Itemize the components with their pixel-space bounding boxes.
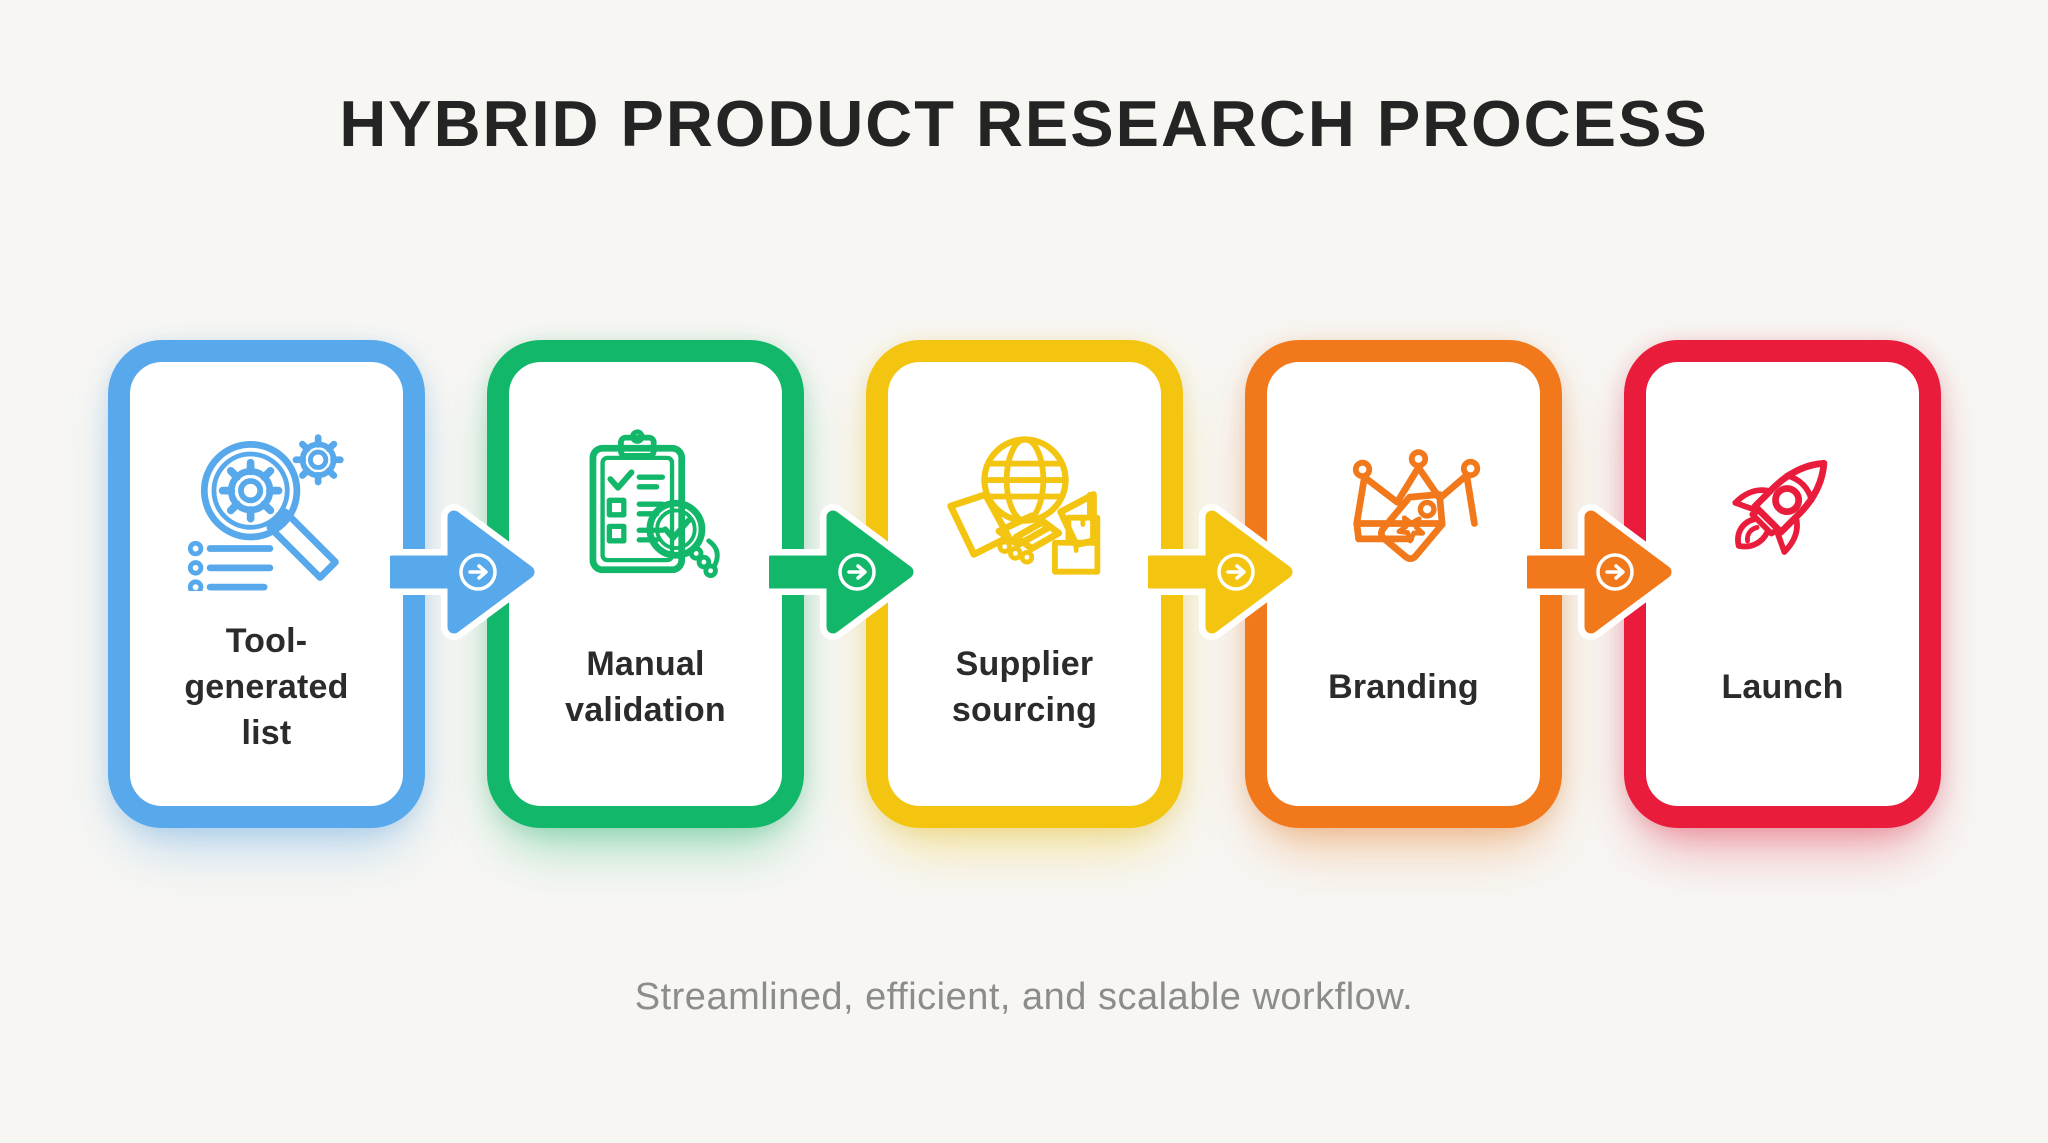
clipboard-check-magnifier-icon: [589, 429, 720, 578]
circled-right-arrow-icon: [459, 553, 497, 591]
page-title: HYBRID PRODUCT RESEARCH PROCESS: [339, 87, 1709, 160]
circled-right-arrow-icon: [838, 553, 876, 591]
step-label-line: Launch: [1721, 668, 1844, 706]
step-label-line: Manual: [586, 645, 705, 683]
circled-right-arrow-icon: [1217, 553, 1255, 591]
step-label: Manual validation: [565, 641, 726, 733]
connector-arrow: [379, 487, 560, 657]
circled-right-arrow-icon: [1596, 553, 1634, 591]
step-icon-wrap: [1267, 424, 1540, 594]
step-icon-wrap: [130, 424, 403, 594]
step-card: Supplier sourcing: [866, 340, 1183, 828]
caption-text: Streamlined, efficient, and scalable wor…: [634, 976, 1414, 1018]
step-label-line: generated: [184, 668, 349, 706]
connector-arrow: [1516, 487, 1697, 657]
step-icon-wrap: [1646, 424, 1919, 594]
step-label-line: Supplier: [955, 645, 1094, 683]
step-card: Tool-generated list: [108, 340, 425, 828]
step-label-line: Branding: [1328, 668, 1479, 706]
step-card: Branding: [1245, 340, 1562, 828]
step-label-line: Tool-: [225, 622, 308, 660]
globe-handshake-boxes-icon: [946, 436, 1100, 575]
step-label: Tool-generated list: [184, 618, 348, 756]
step-label: Branding: [1328, 664, 1479, 710]
step-card: Launch: [1624, 340, 1941, 828]
step-label: Launch: [1721, 664, 1843, 710]
step-label-line: list: [241, 714, 292, 752]
step-label-line: validation: [565, 691, 726, 729]
step-card: Manual validation: [487, 340, 804, 828]
step-icon-wrap: [509, 424, 782, 594]
rocket-icon: [1731, 459, 1827, 555]
step-label-line: sourcing: [951, 691, 1098, 729]
connector-arrow: [1137, 487, 1318, 657]
step-label: Supplier sourcing: [952, 641, 1097, 733]
step-icon-wrap: [888, 424, 1161, 594]
crown-price-tag-icon: [1352, 449, 1480, 562]
magnifier-gears-icon: [187, 434, 344, 591]
connector-arrow: [758, 487, 939, 657]
